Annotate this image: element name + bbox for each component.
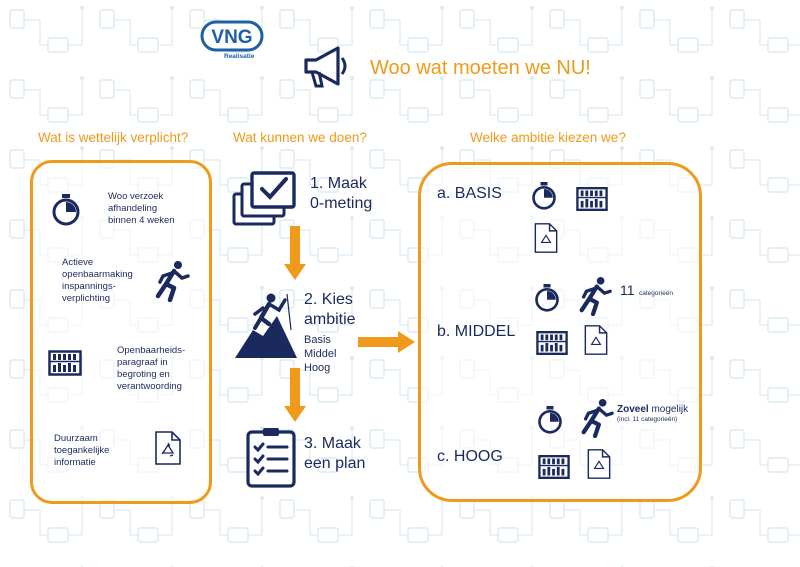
step-3-title-line-1: 3. Maak <box>304 435 361 452</box>
obligation-4-line-1: Duurzaam <box>54 433 98 444</box>
level-hoog-label: c. HOOG <box>437 448 503 465</box>
obligation-3-line-4: verantwoording <box>117 381 182 392</box>
middel-count-number: 11 <box>620 282 635 298</box>
obligation-1-line-3: binnen 4 weken <box>108 215 175 226</box>
stopwatch-icon <box>52 194 80 226</box>
option-basis: Basis <box>304 334 331 346</box>
abacus-icon <box>576 187 608 211</box>
hoog-scope-note: (incl. 11 categorieën) <box>617 416 678 423</box>
abacus-icon <box>536 331 568 355</box>
hoog-scope: Zoveel mogelijk (incl. 11 categorieën) <box>617 404 688 423</box>
page-title: Woo wat moeten we NU! <box>370 57 591 79</box>
obligation-2-line-2: openbaarmaking <box>62 269 133 280</box>
column-heading-left: Wat is wettelijk verplicht? <box>38 130 189 145</box>
middel-count: 11 categorieën <box>620 282 673 300</box>
obligation-2-line-3: inspannings- <box>62 281 116 292</box>
logo-sub: Realisatie <box>224 53 255 60</box>
recycle-document-icon <box>155 431 181 465</box>
runner-icon <box>581 399 614 438</box>
obligation-2-line-4: verplichting <box>62 293 111 304</box>
obligation-4-line-2: toegankelijke <box>54 445 110 456</box>
climber-icon <box>235 293 297 358</box>
vng-logo-badge: VNG <box>200 20 264 52</box>
runner-icon <box>579 277 612 316</box>
step-2-title-line-2: ambitie <box>304 311 356 328</box>
obligation-4-line-3: informatie <box>54 457 96 468</box>
obligation-2-text: Actieve openbaarmaking inspannings- verp… <box>62 257 133 305</box>
obligation-4-text: Duurzaam toegankelijke informatie <box>54 433 109 469</box>
hoog-scope-rest: mogelijk <box>648 404 689 415</box>
step-2-title-line-1: 2. Kies <box>304 291 353 308</box>
recycle-document-icon <box>587 449 611 479</box>
abacus-icon <box>48 350 82 376</box>
arrow-down-icon <box>284 226 306 280</box>
middel-count-note: categorieën <box>639 290 673 297</box>
column-heading-right: Welke ambitie kiezen we? <box>470 130 626 145</box>
obligation-3-line-1: Openbaarheids- <box>117 345 186 356</box>
level-middel-label: b. MIDDEL <box>437 323 516 340</box>
obligation-3-text: Openbaarheids- paragraaf in begroting en… <box>117 345 185 393</box>
checklist-icon <box>246 428 296 488</box>
step-2-text: 2. Kies ambitie <box>304 290 356 330</box>
step-1-title-line-1: 1. Maak <box>310 175 367 192</box>
stopwatch-icon <box>532 182 556 210</box>
arrow-right-icon <box>358 331 415 353</box>
option-hoog: Hoog <box>304 362 331 374</box>
step-3-title-line-2: een plan <box>304 455 366 472</box>
abacus-icon <box>538 455 570 479</box>
obligations-panel <box>30 160 212 504</box>
arrow-down-icon <box>284 368 306 422</box>
column-heading-middle: Wat kunnen we doen? <box>233 130 367 145</box>
step-1-text: 1. Maak 0-meting <box>310 174 372 214</box>
obligation-1-text: Woo verzoek afhandeling binnen 4 weken <box>108 191 175 227</box>
step-1-title-line-2: 0-meting <box>310 195 373 212</box>
recycle-document-icon <box>534 223 558 253</box>
checkbox-stack-icon <box>232 171 296 226</box>
stopwatch-icon <box>535 284 559 312</box>
obligation-2-line-1: Actieve <box>62 257 94 268</box>
hoog-scope-bold: Zoveel <box>617 404 649 415</box>
step-2-options: Basis Middel Hoog <box>304 333 336 375</box>
obligation-1-line-1: Woo verzoek <box>108 191 164 202</box>
vng-logo: VNG Realisatie <box>200 20 264 60</box>
logo-name: VNG <box>211 27 252 48</box>
recycle-document-icon <box>584 325 608 355</box>
step-3-text: 3. Maak een plan <box>304 434 365 474</box>
option-middel: Middel <box>304 348 337 360</box>
obligation-3-line-2: paragraaf in <box>117 357 168 368</box>
megaphone-icon <box>304 46 347 88</box>
runner-icon <box>155 261 190 302</box>
obligation-1-line-2: afhandeling <box>108 203 158 214</box>
level-basis-label: a. BASIS <box>437 185 502 202</box>
stopwatch-icon <box>538 406 562 434</box>
obligation-3-line-3: begroting en <box>117 369 170 380</box>
